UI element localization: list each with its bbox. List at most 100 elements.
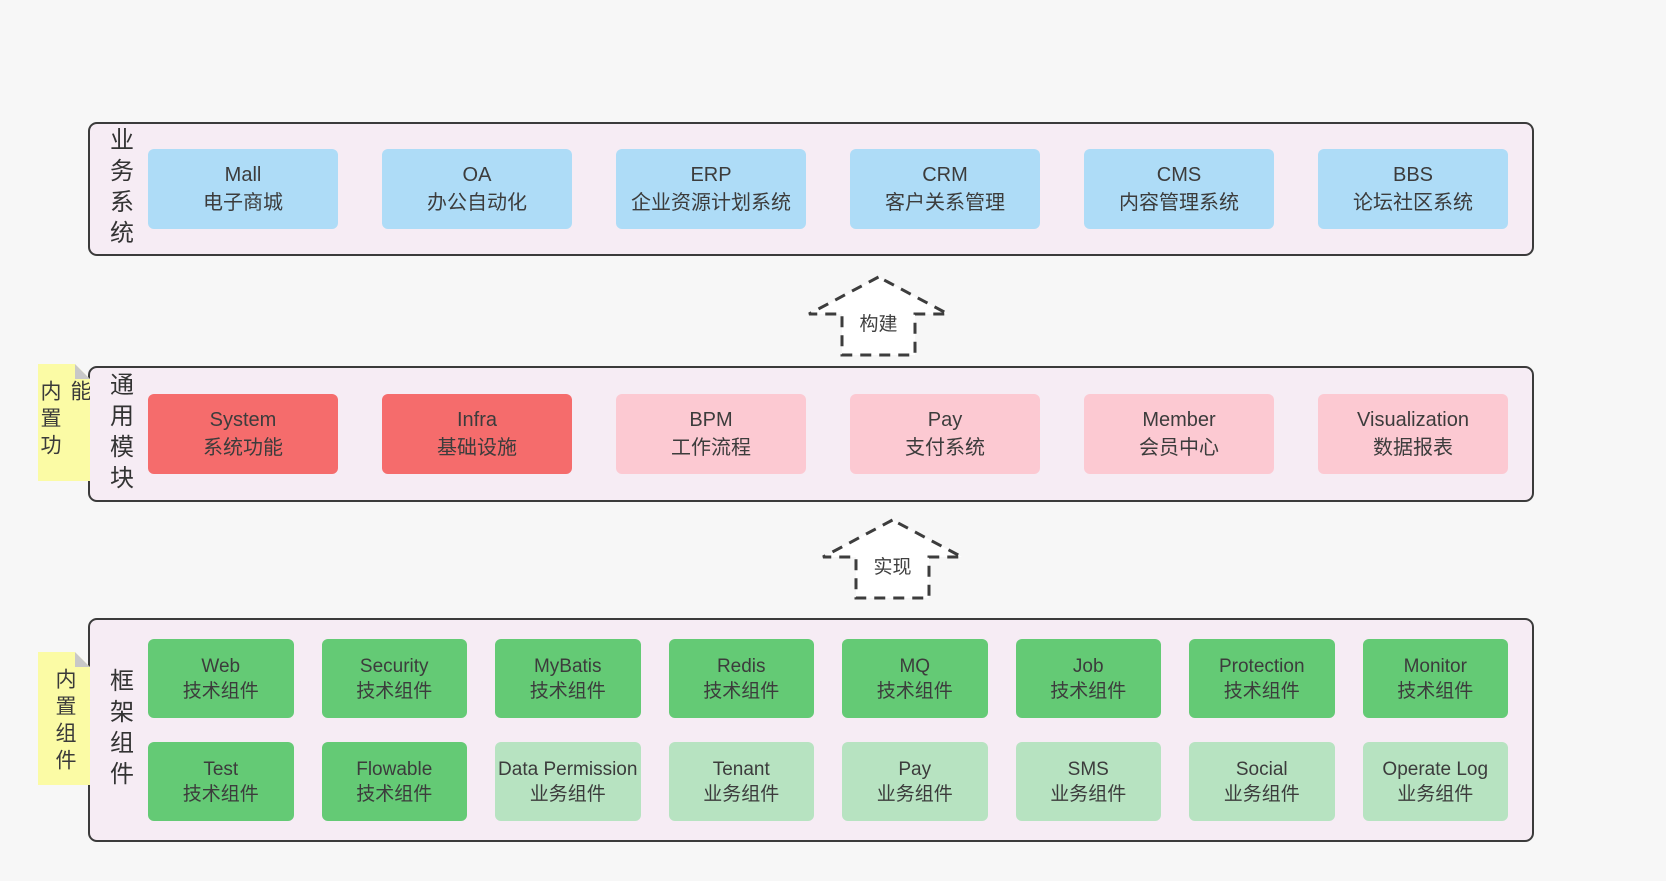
box-title: Job bbox=[1072, 655, 1104, 677]
box-title: Pay bbox=[898, 758, 932, 780]
box-bbs: BBS 论坛社区系统 bbox=[1318, 149, 1508, 229]
box-redis: Redis 技术组件 bbox=[668, 639, 814, 718]
box-title: Tenant bbox=[712, 758, 770, 780]
box-title: Test bbox=[203, 758, 239, 780]
box-title: Pay bbox=[927, 409, 963, 431]
layer-label-components: 框架组件 bbox=[90, 620, 148, 840]
box-title: MyBatis bbox=[533, 655, 602, 677]
layer-label-modules: 通用模块 bbox=[90, 368, 148, 500]
box-title: Infra bbox=[456, 409, 498, 431]
box-subtitle: 基础设施 bbox=[437, 437, 517, 459]
box-bpm: BPM 工作流程 bbox=[616, 394, 806, 474]
sticky-note-built-in-features: 内置功能 bbox=[38, 364, 90, 481]
box-subtitle: 支付系统 bbox=[905, 437, 985, 459]
box-subtitle: 业务组件 bbox=[1397, 783, 1474, 805]
business-boxes: Mall 电子商城 OA 办公自动化 ERP 企业资源计划系统 CRM 客户关系… bbox=[148, 124, 1532, 254]
box-job: Job 技术组件 bbox=[1015, 639, 1161, 718]
box-subtitle: 企业资源计划系统 bbox=[631, 192, 791, 214]
box-title: Operate Log bbox=[1382, 758, 1489, 780]
module-boxes: System 系统功能 Infra 基础设施 BPM 工作流程 Pay 支付系统… bbox=[148, 368, 1532, 500]
box-subtitle: 会员中心 bbox=[1139, 437, 1219, 459]
box-subtitle: 论坛社区系统 bbox=[1353, 192, 1473, 214]
box-subtitle: 技术组件 bbox=[182, 680, 259, 702]
box-visualization: Visualization 数据报表 bbox=[1318, 394, 1508, 474]
box-subtitle: 办公自动化 bbox=[427, 192, 527, 214]
box-operate-log: Operate Log 业务组件 bbox=[1362, 742, 1508, 821]
box-title: CMS bbox=[1156, 164, 1202, 186]
box-title: Visualization bbox=[1357, 409, 1469, 431]
component-boxes: Web 技术组件 Security 技术组件 MyBatis 技术组件 Redi… bbox=[148, 620, 1532, 840]
box-title: BBS bbox=[1392, 164, 1434, 186]
box-title: CRM bbox=[922, 164, 968, 186]
business-systems-layer: 业务系统 Mall 电子商城 OA 办公自动化 ERP 企业资源计划系统 CRM… bbox=[88, 122, 1534, 256]
box-title: System bbox=[209, 409, 277, 431]
box-title: OA bbox=[462, 164, 492, 186]
box-title: MQ bbox=[899, 655, 931, 677]
box-title: Redis bbox=[716, 655, 766, 677]
implement-arrow-label: 实现 bbox=[871, 552, 914, 579]
box-subtitle: 业务组件 bbox=[1223, 783, 1300, 805]
box-subtitle: 技术组件 bbox=[356, 783, 433, 805]
box-subtitle: 系统功能 bbox=[203, 437, 283, 459]
box-pay-component: Pay 业务组件 bbox=[842, 742, 988, 821]
box-title: Security bbox=[359, 655, 429, 677]
box-mybatis: MyBatis 技术组件 bbox=[495, 639, 641, 718]
layer-label-components-text: 框架组件 bbox=[105, 668, 133, 792]
box-title: Monitor bbox=[1403, 655, 1467, 677]
sticky-note-built-in-components: 内置组件 bbox=[38, 652, 90, 785]
box-data-permission: Data Permission 业务组件 bbox=[495, 742, 641, 821]
box-subtitle: 业务组件 bbox=[876, 783, 953, 805]
box-title: BPM bbox=[689, 409, 733, 431]
box-title: ERP bbox=[690, 164, 732, 186]
box-title: Social bbox=[1235, 758, 1288, 780]
common-modules-layer: 通用模块 System 系统功能 Infra 基础设施 BPM 工作流程 Pay… bbox=[88, 366, 1534, 502]
layer-label-business: 业务系统 bbox=[90, 124, 148, 254]
box-member: Member 会员中心 bbox=[1084, 394, 1274, 474]
box-subtitle: 客户关系管理 bbox=[885, 192, 1005, 214]
box-subtitle: 电子商城 bbox=[203, 192, 283, 214]
box-subtitle: 技术组件 bbox=[1223, 680, 1300, 702]
box-infra: Infra 基础设施 bbox=[382, 394, 572, 474]
box-subtitle: 内容管理系统 bbox=[1119, 192, 1239, 214]
box-erp: ERP 企业资源计划系统 bbox=[616, 149, 806, 229]
sticky-note-text: 内置组件 bbox=[53, 668, 76, 776]
box-subtitle: 业务组件 bbox=[703, 783, 780, 805]
box-pay: Pay 支付系统 bbox=[850, 394, 1040, 474]
layer-label-modules-text: 通用模块 bbox=[105, 372, 133, 496]
box-crm: CRM 客户关系管理 bbox=[850, 149, 1040, 229]
build-arrow: 构建 bbox=[806, 274, 951, 358]
box-mall: Mall 电子商城 bbox=[148, 149, 338, 229]
box-oa: OA 办公自动化 bbox=[382, 149, 572, 229]
box-subtitle: 技术组件 bbox=[356, 680, 433, 702]
box-subtitle: 技术组件 bbox=[876, 680, 953, 702]
box-subtitle: 技术组件 bbox=[1050, 680, 1127, 702]
build-arrow-label: 构建 bbox=[857, 309, 900, 336]
box-cms: CMS 内容管理系统 bbox=[1084, 149, 1274, 229]
box-subtitle: 技术组件 bbox=[529, 680, 606, 702]
box-subtitle: 技术组件 bbox=[703, 680, 780, 702]
box-title: Mall bbox=[224, 164, 262, 186]
box-subtitle: 工作流程 bbox=[671, 437, 751, 459]
box-tenant: Tenant 业务组件 bbox=[668, 742, 814, 821]
box-subtitle: 业务组件 bbox=[529, 783, 606, 805]
box-title: Member bbox=[1142, 409, 1216, 431]
box-social: Social 业务组件 bbox=[1189, 742, 1335, 821]
box-test: Test 技术组件 bbox=[148, 742, 294, 821]
box-security: Security 技术组件 bbox=[321, 639, 467, 718]
box-sms: SMS 业务组件 bbox=[1015, 742, 1161, 821]
box-title: Web bbox=[201, 655, 241, 677]
box-monitor: Monitor 技术组件 bbox=[1362, 639, 1508, 718]
box-web: Web 技术组件 bbox=[148, 639, 294, 718]
box-subtitle: 业务组件 bbox=[1050, 783, 1127, 805]
box-subtitle: 技术组件 bbox=[1397, 680, 1474, 702]
box-mq: MQ 技术组件 bbox=[842, 639, 988, 718]
box-title: Protection bbox=[1218, 655, 1305, 677]
box-subtitle: 技术组件 bbox=[182, 783, 259, 805]
layer-label-business-text: 业务系统 bbox=[105, 127, 133, 251]
box-subtitle: 数据报表 bbox=[1373, 437, 1453, 459]
box-title: Flowable bbox=[356, 758, 433, 780]
box-title: SMS bbox=[1067, 758, 1109, 780]
box-protection: Protection 技术组件 bbox=[1189, 639, 1335, 718]
implement-arrow: 实现 bbox=[820, 517, 965, 601]
